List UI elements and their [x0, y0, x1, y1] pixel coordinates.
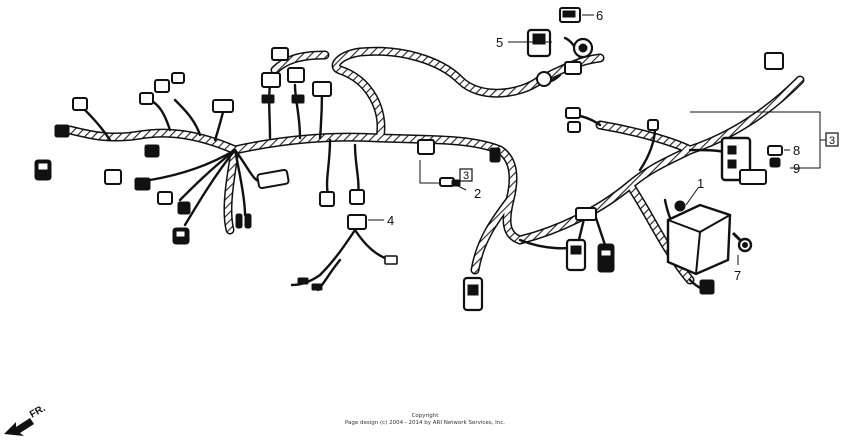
callout-8: 8 [793, 143, 800, 158]
callout-3-right: 3 [829, 135, 835, 147]
callout-9: 9 [793, 161, 800, 176]
leader-lines [368, 14, 830, 265]
bolt [731, 231, 753, 253]
callout-1: 1 [697, 176, 704, 191]
callout-3-left: 3 [463, 170, 469, 182]
callout-5: 5 [496, 35, 503, 50]
callout-4: 4 [387, 213, 394, 228]
ref-box-3-left: 3 [459, 168, 473, 182]
footer-copyright-line: Copyright [411, 413, 439, 419]
control-module [666, 200, 732, 276]
callout-6: 6 [596, 8, 603, 23]
footer-copyright-text: Page design (c) 2004 - 2014 by ARI Netwo… [344, 420, 506, 426]
connectors [34, 7, 784, 312]
callout-2: 2 [474, 186, 481, 201]
ref-box-3-right: 3 [825, 132, 839, 147]
callout-7: 7 [734, 268, 741, 283]
callout-labels: 1 2 4 5 6 7 8 9 [387, 8, 800, 283]
